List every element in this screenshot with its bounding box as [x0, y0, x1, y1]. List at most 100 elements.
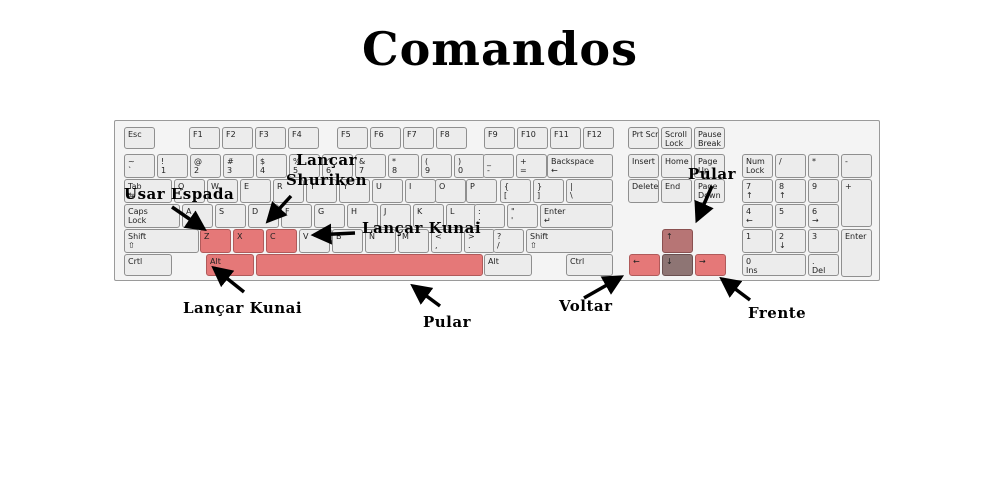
key-prtscr: Prt Scr — [628, 127, 659, 149]
key-quote: " ' — [507, 204, 538, 228]
key-y: Y — [339, 179, 370, 203]
key-rbrace: } ] — [533, 179, 564, 203]
key-e: E — [240, 179, 271, 203]
arrow-pular-space — [410, 283, 442, 308]
key-lctrl: Crtl — [124, 254, 172, 276]
label-lancar-kunai-bottom: Lançar Kunai — [183, 299, 303, 317]
key-f6: F6 — [370, 127, 401, 149]
key-period: > . — [464, 229, 495, 253]
key-f1: F1 — [189, 127, 220, 149]
key-x: X — [233, 229, 264, 253]
key-f3: F3 — [255, 127, 286, 149]
key-k4: $ 4 — [256, 154, 287, 178]
key-l: L — [446, 204, 477, 228]
arrow-lancar-shuriken — [265, 194, 293, 224]
key-slash: ? / — [493, 229, 524, 253]
key-c: C — [266, 229, 297, 253]
key-end: End — [661, 179, 692, 203]
key-z: Z — [200, 229, 231, 253]
key-npenter: Enter — [841, 229, 872, 277]
key-u: U — [372, 179, 403, 203]
key-pausebreak: Pause Break — [694, 127, 725, 149]
key-m: M — [398, 229, 429, 253]
key-space — [256, 254, 483, 276]
key-np8: 8 ↑ — [775, 179, 806, 203]
key-esc: Esc — [124, 127, 155, 149]
key-np7: 7 ↑ — [742, 179, 773, 203]
key-tilde: ~ ` — [124, 154, 155, 178]
key-npminus: - — [841, 154, 872, 178]
key-equals: + = — [516, 154, 547, 178]
key-f8: F8 — [436, 127, 467, 149]
label-lancar-shuriken: Lançar Shuriken — [286, 151, 368, 189]
key-f5: F5 — [337, 127, 368, 149]
key-t: T — [306, 179, 337, 203]
label-pular-top: Pular — [688, 165, 737, 183]
key-np5: 5 — [775, 204, 806, 228]
arrow-pular-up — [694, 185, 714, 224]
key-f4: F4 — [288, 127, 319, 149]
key-k8: * 8 — [388, 154, 419, 178]
arrow-lancar-kunai-alt — [211, 265, 246, 294]
key-npdot: . Del — [808, 254, 839, 276]
key-npmul: * — [808, 154, 839, 178]
key-pageup: Page Up — [694, 154, 725, 178]
key-np1: 1 — [742, 229, 773, 253]
key-q: Q — [174, 179, 205, 203]
key-rightarrow: → — [695, 254, 726, 276]
arrow-usar-espada — [171, 205, 207, 231]
key-n: N — [365, 229, 396, 253]
key-np6: 6 → — [808, 204, 839, 228]
key-k9: ( 9 — [421, 154, 452, 178]
arrow-lancar-kunai-v — [310, 223, 356, 245]
key-rshift: Shift ⇧ — [526, 229, 613, 253]
key-s: S — [215, 204, 246, 228]
key-f11: F11 — [550, 127, 581, 149]
key-k1: ! 1 — [157, 154, 188, 178]
key-enter: Enter ↵ — [540, 204, 613, 228]
key-f10: F10 — [517, 127, 548, 149]
key-backspace: Backspace ← — [547, 154, 613, 178]
key-k2: @ 2 — [190, 154, 221, 178]
key-tab: Tab ↹ — [124, 179, 172, 203]
key-lshift: Shift ⇧ — [124, 229, 199, 253]
key-semicolon: : ; — [474, 204, 505, 228]
key-f2: F2 — [222, 127, 253, 149]
key-k6: ^ 6 — [322, 154, 353, 178]
arrow-voltar — [583, 275, 625, 300]
key-f9: F9 — [484, 127, 515, 149]
key-k3: # 3 — [223, 154, 254, 178]
key-uparrow: ↑ — [662, 229, 693, 253]
label-voltar: Voltar — [559, 297, 613, 315]
label-pular-bottom: Pular — [423, 313, 472, 331]
arrow-frente — [719, 276, 752, 302]
key-ralt: Alt — [484, 254, 532, 276]
key-caps: Caps Lock — [124, 204, 180, 228]
key-np2: 2 ↓ — [775, 229, 806, 253]
key-np4: 4 ← — [742, 204, 773, 228]
key-insert: Insert — [628, 154, 659, 178]
key-npdiv: / — [775, 154, 806, 178]
key-minus: _ - — [483, 154, 514, 178]
key-w: W — [207, 179, 238, 203]
key-delete: Delete — [628, 179, 659, 203]
key-j: J — [380, 204, 411, 228]
label-usar-espada: Usar Espada — [124, 185, 235, 203]
key-h: H — [347, 204, 378, 228]
key-scrolllock: Scroll Lock — [661, 127, 692, 149]
key-pipe: | \ — [566, 179, 613, 203]
key-npplus: + — [841, 179, 872, 227]
key-k5: % 5 — [289, 154, 320, 178]
key-numlock: Num Lock — [742, 154, 773, 178]
key-np0: 0 Ins — [742, 254, 806, 276]
key-rctrl: Ctrl — [566, 254, 613, 276]
key-lbrace: { [ — [500, 179, 531, 203]
key-f12: F12 — [583, 127, 614, 149]
key-k: K — [413, 204, 444, 228]
label-lancar-kunai-right: Lançar Kunai — [362, 219, 482, 237]
label-frente: Frente — [748, 304, 807, 322]
key-home: Home — [661, 154, 692, 178]
key-o: O — [435, 179, 466, 203]
key-downarrow: ↓ — [662, 254, 693, 276]
